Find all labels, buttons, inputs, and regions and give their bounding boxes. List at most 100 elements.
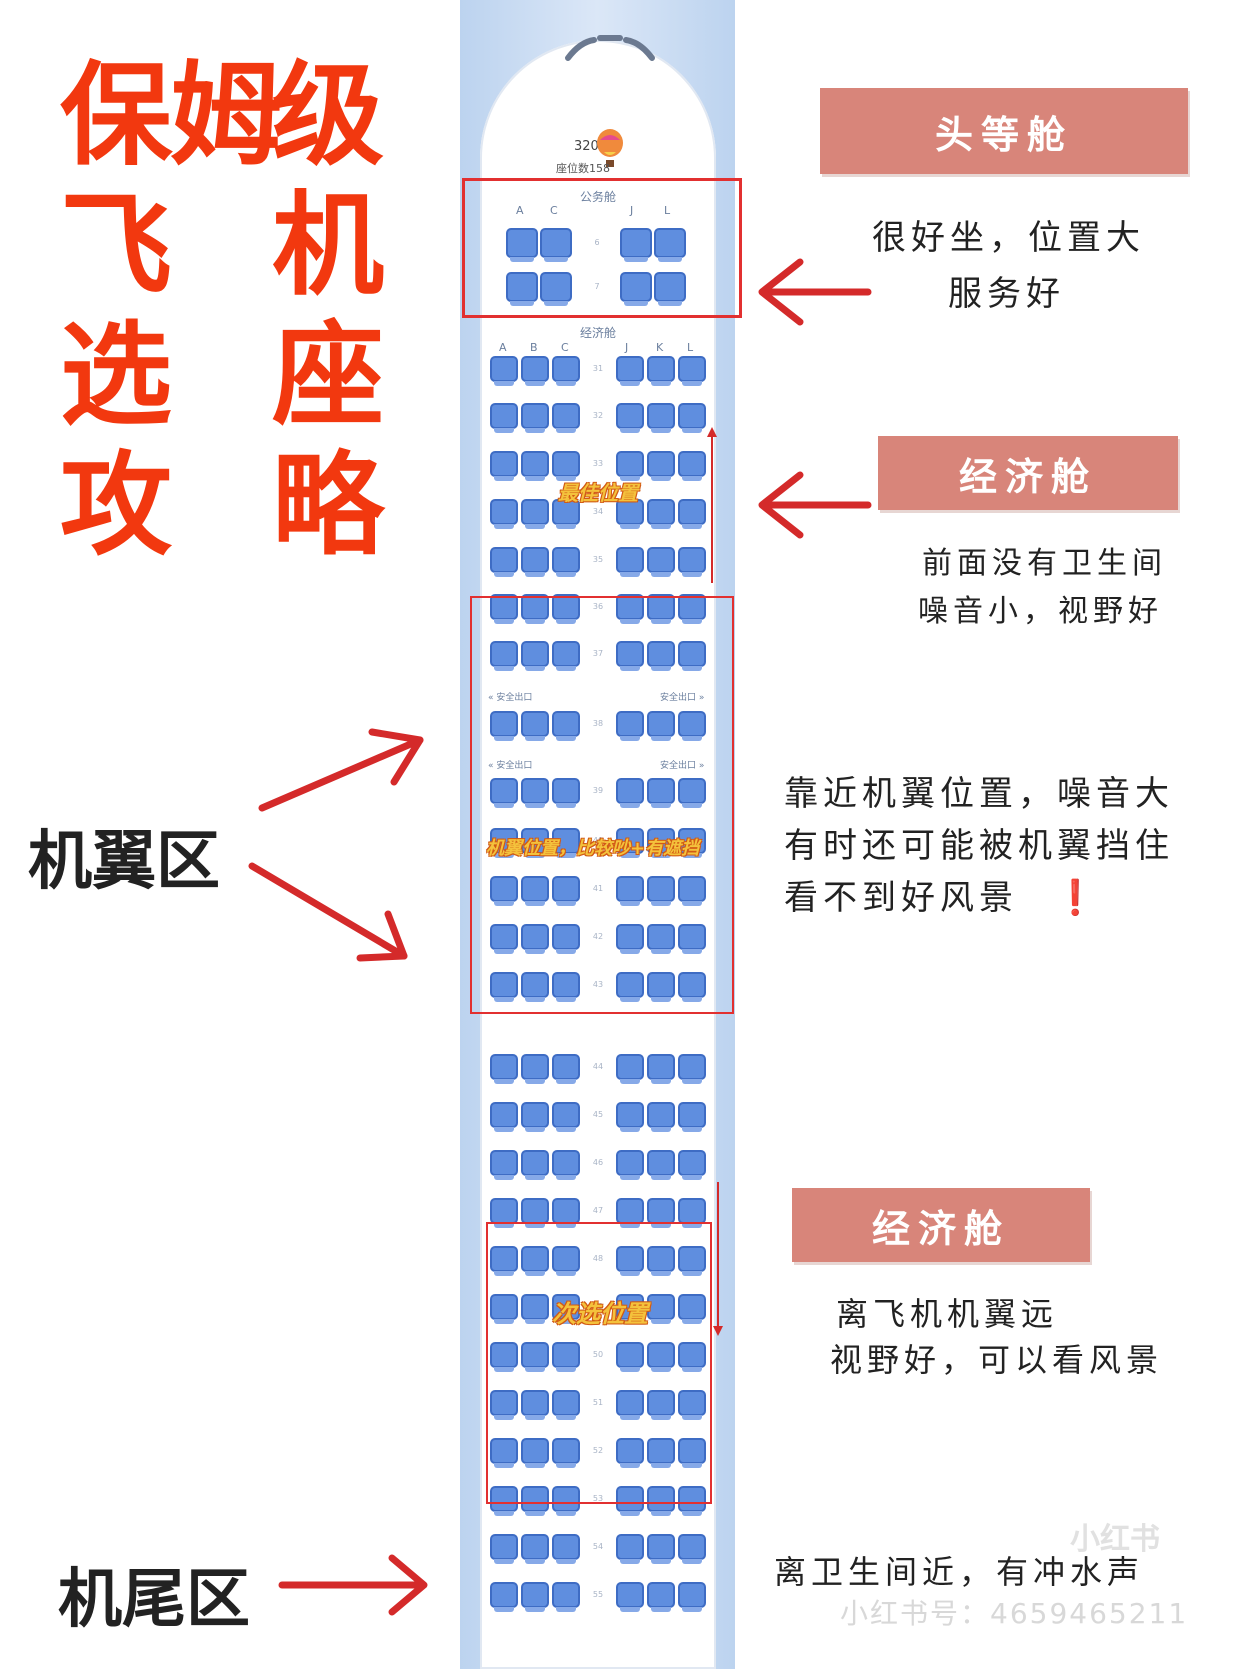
economy-seat[interactable] (521, 1390, 549, 1420)
economy-seat[interactable] (647, 778, 675, 808)
economy-seat[interactable] (552, 1102, 580, 1132)
economy-seat[interactable] (616, 356, 644, 386)
economy-seat[interactable] (616, 778, 644, 808)
economy-seat[interactable] (616, 876, 644, 906)
economy-seat[interactable] (521, 1102, 549, 1132)
economy-seat[interactable] (490, 711, 518, 741)
economy-seat[interactable] (647, 1150, 675, 1180)
economy-seat[interactable] (647, 924, 675, 954)
economy-seat[interactable] (647, 1294, 675, 1324)
economy-seat[interactable] (616, 1390, 644, 1420)
economy-seat[interactable] (678, 711, 706, 741)
economy-seat[interactable] (616, 1534, 644, 1564)
business-seat[interactable] (654, 272, 686, 306)
economy-seat[interactable] (678, 1438, 706, 1468)
economy-seat[interactable] (521, 778, 549, 808)
economy-seat[interactable] (521, 1582, 549, 1612)
economy-seat[interactable] (678, 828, 706, 858)
economy-seat[interactable] (647, 547, 675, 577)
economy-seat[interactable] (490, 641, 518, 671)
economy-seat[interactable] (616, 1054, 644, 1084)
economy-seat[interactable] (678, 1486, 706, 1516)
economy-seat[interactable] (521, 1342, 549, 1372)
economy-seat[interactable] (616, 828, 644, 858)
economy-seat[interactable] (647, 403, 675, 433)
economy-seat[interactable] (647, 1102, 675, 1132)
economy-seat[interactable] (552, 594, 580, 624)
economy-seat[interactable] (678, 594, 706, 624)
economy-seat[interactable] (647, 1246, 675, 1276)
business-seat[interactable] (540, 272, 572, 306)
economy-seat[interactable] (552, 499, 580, 529)
economy-seat[interactable] (678, 1390, 706, 1420)
economy-seat[interactable] (490, 451, 518, 481)
economy-seat[interactable] (490, 1342, 518, 1372)
economy-seat[interactable] (678, 924, 706, 954)
economy-seat[interactable] (616, 594, 644, 624)
economy-seat[interactable] (647, 828, 675, 858)
economy-seat[interactable] (552, 403, 580, 433)
economy-seat[interactable] (490, 547, 518, 577)
economy-seat[interactable] (552, 1054, 580, 1084)
economy-seat[interactable] (678, 356, 706, 386)
economy-seat[interactable] (490, 1246, 518, 1276)
economy-seat[interactable] (647, 1390, 675, 1420)
economy-seat[interactable] (521, 1486, 549, 1516)
economy-seat[interactable] (616, 1246, 644, 1276)
economy-seat[interactable] (647, 1534, 675, 1564)
economy-seat[interactable] (552, 356, 580, 386)
economy-seat[interactable] (552, 1150, 580, 1180)
economy-seat[interactable] (552, 828, 580, 858)
economy-seat[interactable] (490, 1438, 518, 1468)
economy-seat[interactable] (678, 641, 706, 671)
economy-seat[interactable] (552, 711, 580, 741)
business-seat[interactable] (506, 272, 538, 306)
economy-seat[interactable] (678, 778, 706, 808)
economy-seat[interactable] (678, 403, 706, 433)
business-seat[interactable] (540, 228, 572, 262)
economy-seat[interactable] (490, 356, 518, 386)
economy-seat[interactable] (616, 1486, 644, 1516)
economy-seat[interactable] (552, 1246, 580, 1276)
economy-seat[interactable] (490, 924, 518, 954)
economy-seat[interactable] (490, 499, 518, 529)
economy-seat[interactable] (616, 403, 644, 433)
economy-seat[interactable] (490, 594, 518, 624)
economy-seat[interactable] (552, 1390, 580, 1420)
economy-seat[interactable] (490, 1582, 518, 1612)
economy-seat[interactable] (616, 547, 644, 577)
economy-seat[interactable] (678, 1054, 706, 1084)
business-seat[interactable] (620, 272, 652, 306)
economy-seat[interactable] (521, 828, 549, 858)
economy-seat[interactable] (616, 1198, 644, 1228)
economy-seat[interactable] (552, 1342, 580, 1372)
economy-seat[interactable] (647, 1582, 675, 1612)
economy-seat[interactable] (647, 1486, 675, 1516)
economy-seat[interactable] (521, 403, 549, 433)
economy-seat[interactable] (647, 641, 675, 671)
economy-seat[interactable] (521, 711, 549, 741)
business-seat[interactable] (506, 228, 538, 262)
economy-seat[interactable] (521, 499, 549, 529)
economy-seat[interactable] (678, 1294, 706, 1324)
economy-seat[interactable] (521, 356, 549, 386)
economy-seat[interactable] (647, 876, 675, 906)
economy-seat[interactable] (552, 547, 580, 577)
business-seat[interactable] (620, 228, 652, 262)
economy-seat[interactable] (647, 356, 675, 386)
economy-seat[interactable] (521, 1534, 549, 1564)
economy-seat[interactable] (616, 1102, 644, 1132)
economy-seat[interactable] (647, 711, 675, 741)
economy-seat[interactable] (616, 1582, 644, 1612)
economy-seat[interactable] (616, 924, 644, 954)
economy-seat[interactable] (521, 876, 549, 906)
economy-seat[interactable] (552, 972, 580, 1002)
economy-seat[interactable] (678, 547, 706, 577)
economy-seat[interactable] (552, 876, 580, 906)
economy-seat[interactable] (616, 1150, 644, 1180)
economy-seat[interactable] (521, 641, 549, 671)
economy-seat[interactable] (552, 1582, 580, 1612)
economy-seat[interactable] (521, 1150, 549, 1180)
economy-seat[interactable] (521, 924, 549, 954)
economy-seat[interactable] (678, 876, 706, 906)
